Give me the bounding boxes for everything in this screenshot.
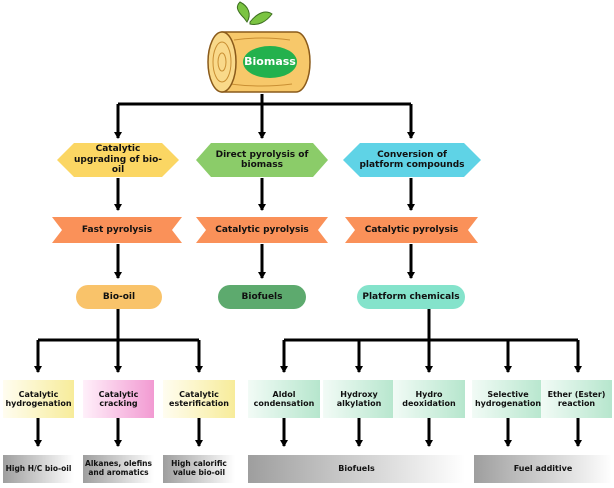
process-label-2: Catalytic pyrolysis xyxy=(215,224,309,235)
product-pill-biofuels xyxy=(218,285,306,309)
output-label-4: Biofuels xyxy=(338,464,375,474)
process-shape-3 xyxy=(345,217,478,243)
branch-box-8 xyxy=(541,380,612,418)
product-pill-platform xyxy=(357,285,465,309)
branch-box-3 xyxy=(163,380,235,418)
biomass-ellipse xyxy=(243,46,297,78)
output-box-3 xyxy=(163,455,235,483)
process-label-3: Catalytic pyrolysis xyxy=(364,224,459,235)
route-label-platform: Conversion of platform compounds xyxy=(359,149,465,170)
branch-label-hydro-deoxidation: Hydro deoxidation xyxy=(402,389,456,408)
product-pill-bio-oil xyxy=(76,285,162,309)
output-label-3: High calorific value bio-oil xyxy=(171,459,227,477)
route-label-bio-oil: Catalytic upgrading of bio-oil xyxy=(74,144,162,176)
process-shape-1 xyxy=(52,217,182,243)
output-box-4 xyxy=(248,455,465,483)
output-label-2: Alkanes, olefins and aromatics xyxy=(85,459,152,477)
route-label-direct-pyrolysis: Direct pyrolysis of biomass xyxy=(215,149,309,170)
branch-box-7 xyxy=(472,380,544,418)
product-label-bio-oil: Bio-oil xyxy=(102,291,136,302)
branch-label-ether: Ether (Ester) reaction xyxy=(547,389,606,408)
log-end-icon xyxy=(207,31,237,93)
route-hexagon-bio-oil xyxy=(57,143,179,177)
product-label-platform: Platform chemicals xyxy=(362,291,460,302)
biomass-label: Biomass xyxy=(244,54,296,68)
branch-label-selective: Selective hydrogenation xyxy=(474,389,542,408)
product-label-biofuels: Biofuels xyxy=(241,291,283,302)
branch-box-6 xyxy=(393,380,465,418)
branch-label-aldol: Aldol condensation xyxy=(253,389,315,408)
output-box-2 xyxy=(83,455,154,483)
branch-label-hydrogenation: Catalytic hydrogenation xyxy=(5,389,72,408)
output-box-1 xyxy=(3,455,74,483)
output-label-1: High H/C bio-oil xyxy=(5,463,72,473)
leaf-icon xyxy=(249,11,273,25)
branch-box-1 xyxy=(3,380,74,418)
process-label-1: Fast pyrolysis xyxy=(81,224,153,235)
branch-label-hydroxy: Hydroxy alkylation xyxy=(336,389,382,408)
branch-box-5 xyxy=(323,380,395,418)
route-hexagon-platform xyxy=(343,143,481,177)
branch-label-cracking: Catalytic cracking xyxy=(98,389,139,408)
output-box-5 xyxy=(474,455,612,483)
leaf-icon xyxy=(236,1,250,23)
branch-box-2 xyxy=(83,380,154,418)
route-hexagon-direct-pyrolysis xyxy=(196,143,328,177)
branch-box-4 xyxy=(248,380,320,418)
process-shape-2 xyxy=(196,217,328,243)
biomass-log xyxy=(207,1,311,93)
connectors xyxy=(34,94,582,447)
output-label-5: Fuel additive xyxy=(513,464,573,474)
branch-label-esterification: Catalytic esterification xyxy=(169,389,229,408)
